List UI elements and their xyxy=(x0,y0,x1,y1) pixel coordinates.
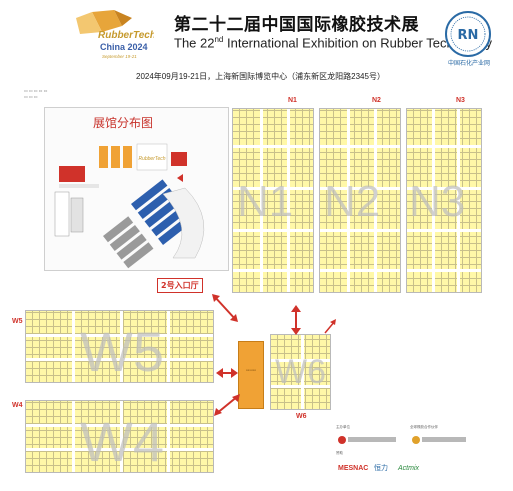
aisle xyxy=(287,109,290,292)
hall-label-w5: W5 xyxy=(12,318,23,325)
organizer-seal-logo: RN xyxy=(444,10,492,58)
hall-w4-floorplan[interactable]: W4 xyxy=(25,400,214,473)
aisle xyxy=(347,109,350,292)
aisle xyxy=(233,187,313,190)
svg-text:Actmix: Actmix xyxy=(397,465,420,472)
aisle xyxy=(167,401,170,472)
rubbertech-logo: RubberTech China 2024 September 19-21 xyxy=(62,8,156,66)
hall-w5-floorplan[interactable]: W5 xyxy=(25,310,214,383)
hall-label-w6: W6 xyxy=(296,413,307,420)
aisle xyxy=(26,424,213,427)
svg-text:MESNAC: MESNAC xyxy=(338,465,368,472)
aisle xyxy=(407,187,481,190)
aisle xyxy=(260,109,263,292)
sponsor-logos: 主办单位 全球橡胶合作伙伴 赞助 MESNAC 恒力 Actmix xyxy=(336,424,466,472)
aisle xyxy=(320,269,400,272)
aisle xyxy=(271,385,330,388)
svg-text:全球橡胶合作伙伴: 全球橡胶合作伙伴 xyxy=(410,424,438,429)
aisle xyxy=(233,269,313,272)
hall-n2-floorplan[interactable]: N2 xyxy=(319,108,401,293)
title-en-suffix: International Exhibition on Rubber Techn… xyxy=(223,35,492,51)
logo-date-text: September 19-21 xyxy=(102,54,137,59)
svg-text:RN: RN xyxy=(458,28,479,43)
svg-text:恒力: 恒力 xyxy=(374,463,388,472)
title-en-prefix: The 22 xyxy=(174,35,215,51)
aisle xyxy=(407,229,481,232)
svg-text:主办单位: 主办单位 xyxy=(336,424,350,429)
aisle xyxy=(233,145,313,148)
date-venue-line: 2024年09月19-21日，上海新国际博览中心（浦东新区龙阳路2345号） xyxy=(136,72,385,81)
title-en-sup: nd xyxy=(214,35,224,44)
legend-row: ▭ ▭ ▭ xyxy=(24,94,38,99)
svg-text:赞助: 赞助 xyxy=(336,450,344,455)
aisle xyxy=(432,109,435,292)
aisle xyxy=(301,335,304,409)
aisle xyxy=(120,311,123,382)
aisle xyxy=(320,187,400,190)
aisle xyxy=(167,311,170,382)
aisle xyxy=(320,145,400,148)
aisle xyxy=(407,269,481,272)
hall-w6-floorplan[interactable]: W6 xyxy=(270,334,331,410)
svg-text:RubberTech: RubberTech xyxy=(138,156,165,162)
aisle xyxy=(233,229,313,232)
connector-hall-label: ▭▭▭ xyxy=(246,368,256,372)
double-arrow-icon xyxy=(214,394,240,416)
venue-overview-inset: 展馆分布图 RubberTech xyxy=(44,107,229,271)
logo-brand-text: RubberTech xyxy=(98,30,154,41)
overview-title: 展馆分布图 xyxy=(93,116,154,130)
aisle xyxy=(26,334,213,337)
entrance-2-label[interactable]: 2号入口厅 xyxy=(157,278,203,293)
hall-n1-floorplan[interactable]: N1 xyxy=(232,108,314,293)
hall-watermark: N2 xyxy=(324,177,381,226)
exhibition-title-cn: 第二十二届中国国际橡胶技术展 xyxy=(174,15,419,35)
aisle xyxy=(72,401,75,472)
exhibition-title-en: The 22nd International Exhibition on Rub… xyxy=(174,35,492,50)
double-arrow-icon xyxy=(212,294,238,322)
hall-label-n1: N1 xyxy=(288,97,297,104)
sponsor-logos-panel: 主办单位 全球橡胶合作伙伴 赞助 MESNAC 恒力 Actmix xyxy=(336,420,506,482)
hall-n3-floorplan[interactable]: N3 xyxy=(406,108,482,293)
hall-label-w4: W4 xyxy=(12,402,23,409)
legend-row: ▭ ▭ ▭ ▭ ▭ xyxy=(24,88,48,93)
double-arrow-icon xyxy=(291,305,301,335)
aisle xyxy=(271,359,330,362)
hall-label-n3: N3 xyxy=(456,97,465,104)
double-arrow-icon xyxy=(216,368,238,378)
aisle xyxy=(457,109,460,292)
aisle xyxy=(72,311,75,382)
map-legend: ▭ ▭ ▭ ▭ ▭ ▭ ▭ ▭ xyxy=(24,88,47,100)
aisle xyxy=(26,448,213,451)
hall-label-n2: N2 xyxy=(372,97,381,104)
aisle xyxy=(407,145,481,148)
overview-map-graphic: RubberTech xyxy=(54,143,205,269)
aisle xyxy=(120,401,123,472)
logo-sub-text: China 2024 xyxy=(100,42,148,52)
aisle xyxy=(374,109,377,292)
organizer-name: 中国石化产业网 xyxy=(447,61,490,67)
aisle xyxy=(26,358,213,361)
hall-watermark: N1 xyxy=(237,177,294,226)
aisle xyxy=(320,229,400,232)
connector-hall-block xyxy=(238,341,264,409)
double-arrow-icon xyxy=(324,319,336,334)
